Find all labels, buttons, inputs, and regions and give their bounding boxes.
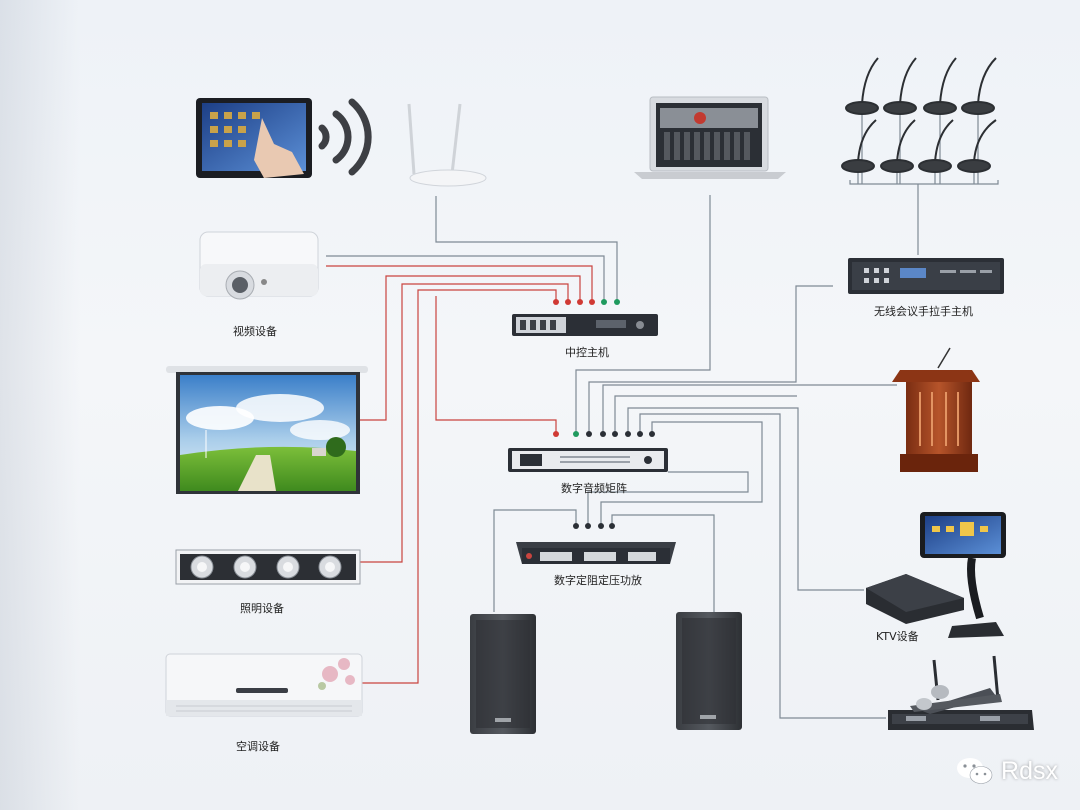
laptop-icon — [634, 96, 786, 179]
rack-unit-icon — [848, 258, 1004, 294]
central-control-label: 中控主机 — [565, 346, 609, 359]
rack-unit-icon — [516, 542, 676, 564]
audio-matrix-label: 数字音频矩阵 — [561, 482, 627, 495]
speaker-icon — [470, 614, 536, 734]
rack-unit-icon — [508, 448, 668, 472]
ktv-label: KTV设备 — [876, 630, 919, 643]
lighting-label: 照明设备 — [240, 602, 284, 615]
amp-ports — [573, 523, 615, 529]
matrix-ports — [553, 431, 655, 437]
projection-screen-icon — [166, 366, 368, 494]
wifi-icon — [318, 98, 372, 176]
rack-unit-icon — [512, 314, 658, 336]
projector-icon — [199, 231, 319, 300]
wires-red — [326, 265, 593, 684]
wireless-host-label: 无线会议手拉手主机 — [874, 305, 973, 318]
wechat-icon — [957, 758, 993, 784]
air-conditioner-icon — [165, 653, 363, 717]
tablet-icon — [196, 98, 312, 178]
microphone-icon — [841, 57, 997, 173]
light-fixture-icon — [175, 549, 361, 585]
wireless-mic-receiver-icon — [888, 655, 1034, 730]
amplifier-label: 数字定阻定压功放 — [554, 574, 642, 587]
ac-label: 空调设备 — [236, 740, 280, 753]
page-edge-shadow — [0, 0, 80, 810]
router-icon — [407, 103, 487, 187]
ktv-touchscreen-icon — [866, 512, 1006, 638]
watermark: Rdsx — [955, 756, 1058, 786]
central-ports — [553, 299, 620, 305]
watermark-text: Rdsx — [1001, 756, 1058, 785]
speaker-icon — [676, 612, 742, 730]
wires-gray — [326, 112, 999, 719]
video-device-label: 视频设备 — [233, 325, 277, 338]
podium-icon — [892, 347, 980, 472]
